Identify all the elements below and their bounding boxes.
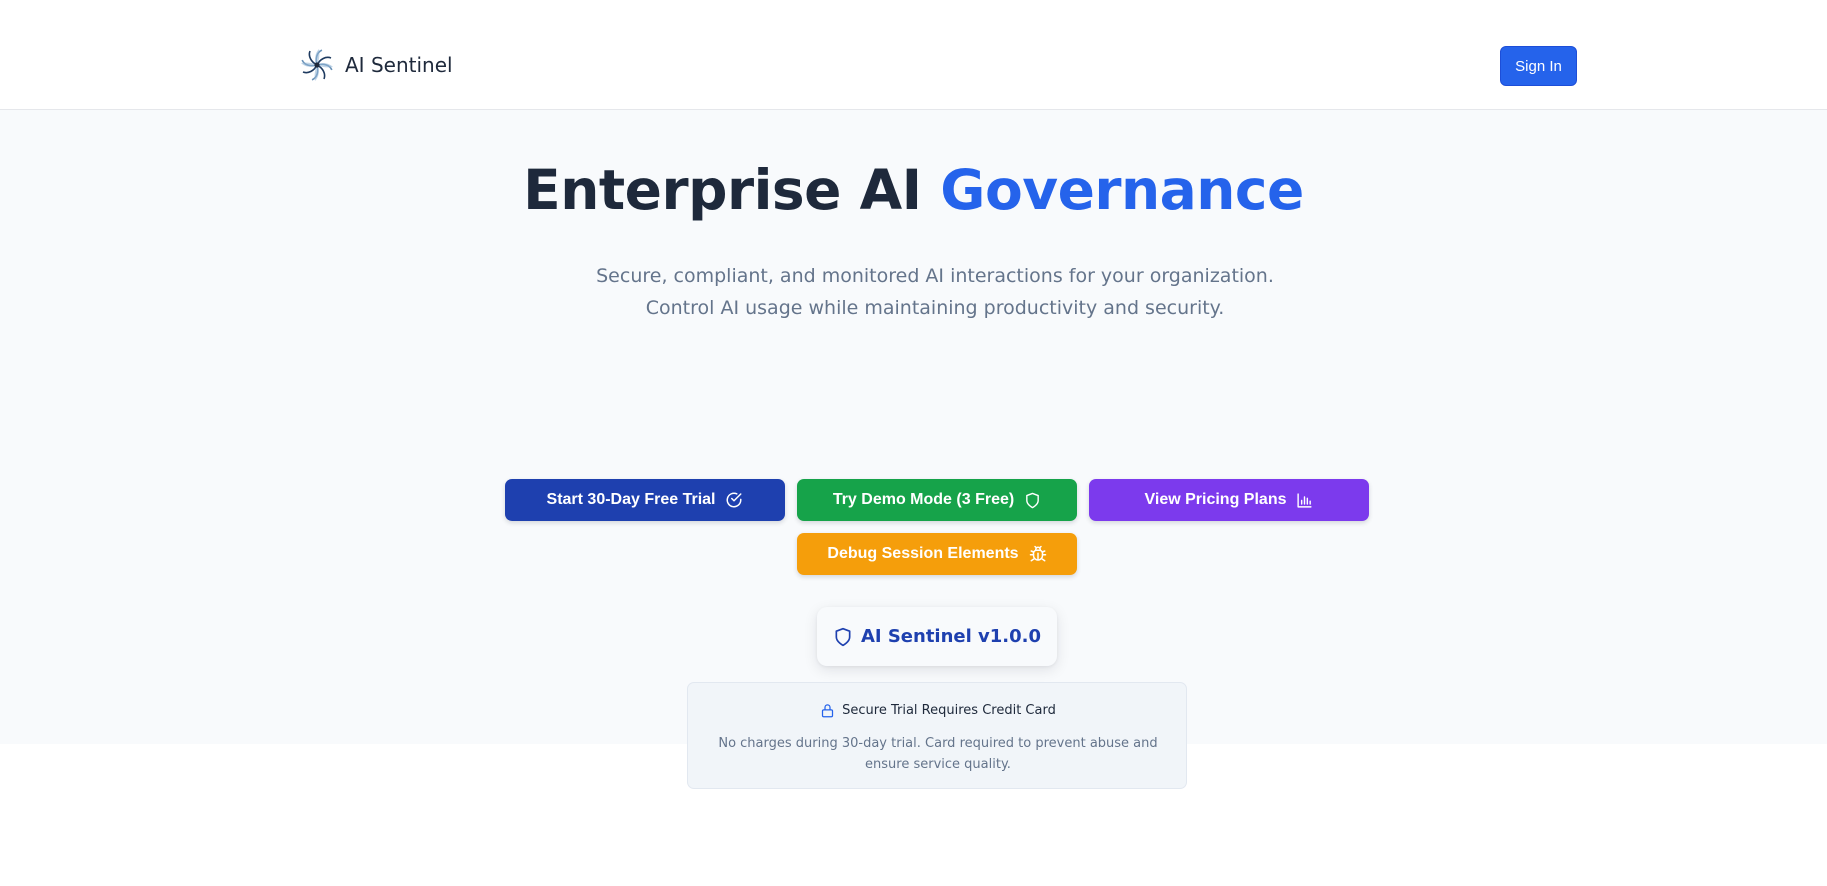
credit-card-notice: Secure Trial Requires Credit Card No cha… (687, 682, 1187, 789)
start-trial-button[interactable]: Start 30-Day Free Trial (505, 479, 785, 521)
view-pricing-button[interactable]: View Pricing Plans (1089, 479, 1369, 521)
sign-in-button[interactable]: Sign In (1500, 46, 1577, 86)
version-label: AI Sentinel v1.0.0 (860, 626, 1042, 647)
notice-header: Secure Trial Requires Credit Card (688, 703, 1188, 718)
hero-title-main: Enterprise AI (523, 158, 941, 222)
hero-title-accent: Governance (940, 158, 1304, 222)
bug-icon (1029, 545, 1046, 562)
pinwheel-logo-icon (301, 49, 333, 81)
notice-body: No charges during 30-day trial. Card req… (718, 736, 1158, 772)
start-trial-label: Start 30-Day Free Trial (546, 491, 716, 508)
notice-title: Secure Trial Requires Credit Card (842, 703, 1056, 718)
bar-chart-icon (1297, 492, 1313, 508)
top-nav: AI Sentinel Sign In (0, 0, 1827, 110)
view-pricing-label: View Pricing Plans (1144, 491, 1287, 508)
debug-session-label: Debug Session Elements (827, 545, 1019, 562)
hero-subtitle: Secure, compliant, and monitored AI inte… (596, 265, 1274, 319)
brand[interactable]: AI Sentinel (296, 44, 453, 86)
shield-icon (1026, 492, 1040, 508)
try-demo-button[interactable]: Try Demo Mode (3 Free) (797, 479, 1077, 521)
brand-name: AI Sentinel (345, 53, 453, 77)
debug-session-button[interactable]: Debug Session Elements (797, 533, 1077, 575)
hero-title: Enterprise AI Governance (0, 158, 1827, 222)
lock-icon (822, 704, 834, 718)
shield-icon (835, 627, 851, 646)
try-demo-label: Try Demo Mode (3 Free) (832, 491, 1015, 508)
hero-section: Enterprise AI Governance Secure, complia… (0, 110, 1827, 789)
version-badge: AI Sentinel v1.0.0 (817, 607, 1057, 666)
check-circle-icon (727, 492, 742, 508)
